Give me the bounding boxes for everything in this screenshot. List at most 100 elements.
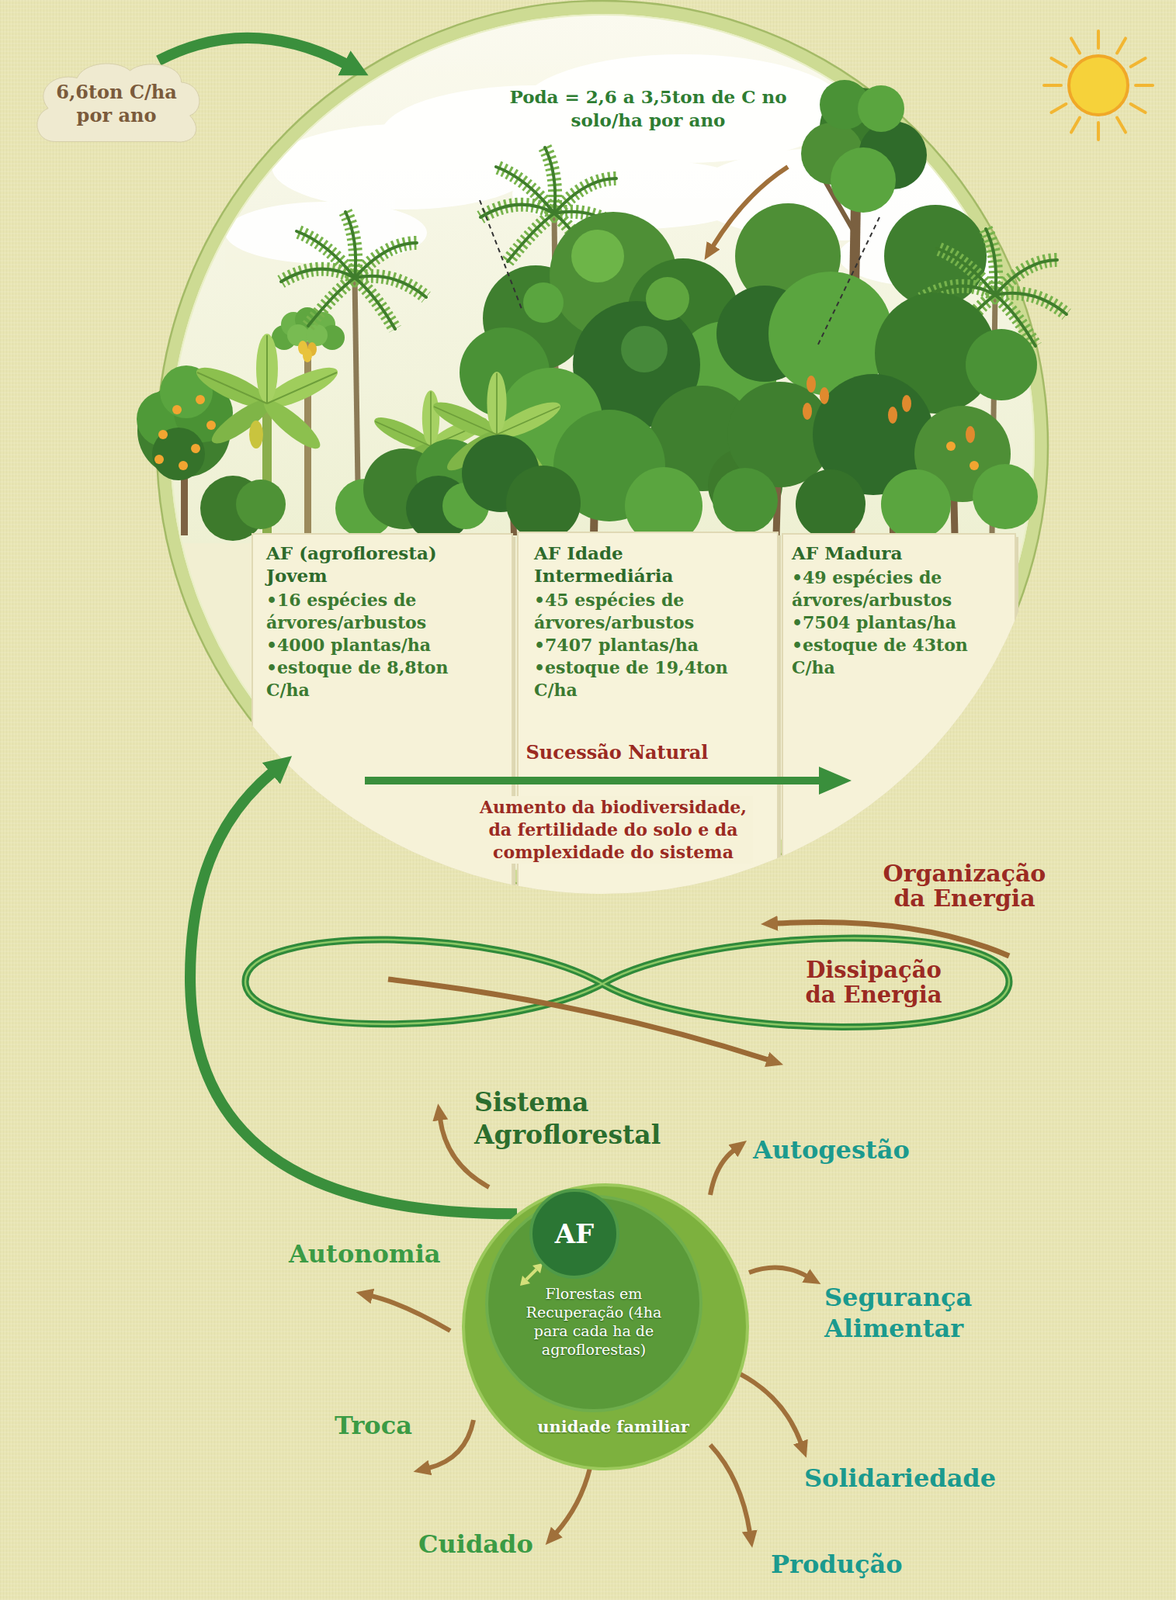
- node-text: •7407 plantas/ha: [534, 634, 763, 657]
- flow-arrow: [158, 38, 345, 64]
- flow-arrow: [190, 773, 517, 1215]
- value-label: Autogestão: [752, 1134, 910, 1166]
- value-label: Sistema Agroflorestal: [474, 1086, 661, 1152]
- drawing-part: [1117, 38, 1126, 53]
- leader-line: [479, 200, 522, 309]
- sky: [155, 0, 1056, 544]
- drawing-part: [1044, 83, 1062, 87]
- drawing-part: [523, 282, 564, 323]
- node-text: •estoque de 43ton C/ha: [791, 634, 970, 680]
- value-label: Cuidado: [418, 1529, 534, 1561]
- energy-arrow: [388, 979, 769, 1061]
- drawing-part: [806, 375, 816, 393]
- young-agroforest: [136, 211, 492, 542]
- drawing-part: [152, 427, 205, 481]
- drawing-part: [1044, 31, 1153, 140]
- drawing-part: [712, 468, 778, 534]
- node-text: Aumento da biodiversidade, da fertilidad…: [473, 796, 753, 864]
- energy-loop: [245, 938, 1010, 1027]
- drawing-part: [819, 387, 830, 405]
- value-label: Troca: [334, 1410, 413, 1442]
- energy-arrow: [776, 922, 1010, 957]
- recovery-circle: Florestas em Recuperação (4ha para cada …: [485, 1195, 703, 1413]
- drawing-part: [1051, 104, 1066, 113]
- node-heading: Florestas em Recuperação (4ha para cada …: [512, 1284, 676, 1360]
- node-heading: AF Idade Intermediária: [534, 541, 763, 587]
- stage-panels: [252, 532, 1019, 902]
- drawing-part: [178, 461, 188, 471]
- value-label: Solidariedade: [804, 1463, 996, 1495]
- drawing-part: [782, 534, 1016, 899]
- value-label: Autonomia: [288, 1238, 441, 1270]
- drawing-part: [1068, 55, 1128, 115]
- drawing-part: [506, 465, 581, 541]
- stage-box: AF Madura•49 espécies de árvores/arbusto…: [785, 537, 976, 684]
- drawing-part: [965, 426, 975, 444]
- value-arrows: [371, 1119, 808, 1534]
- cloud-node: 6,6ton C/ha por ano: [31, 60, 202, 148]
- stage-box: AF Idade Intermediária•45 espécies de ár…: [527, 537, 769, 707]
- drawing-part: [520, 54, 847, 164]
- energy-label: Organização da Energia: [877, 861, 1052, 912]
- drawing-part: [191, 333, 343, 456]
- leader-line: [816, 217, 880, 348]
- succession-arrow: [364, 766, 852, 795]
- node-heading: Poda = 2,6 a 3,5ton de C no solo/ha por …: [500, 85, 796, 132]
- drawing-part: [428, 1420, 474, 1469]
- drawing-part: [195, 395, 205, 405]
- drawing-part: [738, 1373, 802, 1444]
- drawing-part: [710, 1150, 735, 1196]
- node-heading: AF Madura: [791, 541, 970, 565]
- value-label: Produção: [770, 1549, 902, 1581]
- drawing-part: [1130, 104, 1146, 113]
- drawing-part: [364, 777, 823, 785]
- prune-arrow: [712, 166, 788, 247]
- stage-box: AF (agrofloresta) Jovem•16 espécies de á…: [260, 537, 486, 707]
- forest-circle: Poda = 2,6 a 3,5ton de C no solo/ha por …: [163, 7, 1041, 885]
- drawing-part: [795, 469, 866, 540]
- node-heading: unidade familiar: [527, 1417, 699, 1438]
- drawing-part: [1051, 58, 1066, 67]
- node-heading: AF (agrofloresta) Jovem: [266, 541, 479, 587]
- node-text: •49 espécies de árvores/arbustos: [791, 566, 970, 612]
- node-heading: AF: [529, 1217, 620, 1252]
- drawing-part: [245, 938, 1010, 1027]
- node-heading: 6,6ton C/ha por ano: [54, 80, 179, 128]
- drawing-part: [1096, 31, 1100, 49]
- drawing-part: [946, 441, 956, 451]
- drawing-part: [371, 1296, 451, 1332]
- drawing-part: [526, 1269, 537, 1281]
- value-label: Segurança Alimentar: [824, 1282, 996, 1345]
- af-circle: AF: [529, 1189, 620, 1280]
- drawing-part: [463, 1185, 748, 1470]
- drawing-part: [245, 938, 1010, 1027]
- drawing-part: [1096, 122, 1100, 140]
- drawing-part: [802, 375, 975, 444]
- drawing-part: [520, 1276, 531, 1287]
- node-text: •7504 plantas/ha: [791, 611, 970, 635]
- drawing-part: [1071, 38, 1080, 53]
- drawing-part: [555, 1468, 590, 1534]
- drawing-part: [1135, 83, 1153, 87]
- drawing-part: [1071, 117, 1080, 133]
- drawing-part: [965, 329, 1038, 401]
- node-text: Sucessão Natural: [461, 741, 773, 765]
- drawing-part: [172, 405, 182, 415]
- family-circle: unidade familiar Florestas em Recuperação…: [461, 1183, 750, 1471]
- drawing-part: [154, 395, 216, 471]
- drawing-part: [972, 464, 1038, 530]
- drawing-part: [1117, 117, 1126, 133]
- node-text: •16 espécies de árvores/arbustos: [266, 589, 479, 635]
- drawing-part: [645, 277, 690, 321]
- drawing-part: [857, 85, 905, 132]
- drawing-part: [818, 766, 852, 795]
- node-text: •estoque de 19,4ton C/ha: [534, 656, 763, 702]
- mature-agroforest: [712, 79, 1067, 540]
- drawing-part: [571, 229, 625, 283]
- sun: [1044, 31, 1153, 140]
- drawing-part: [620, 326, 668, 373]
- drawing-part: [249, 420, 264, 449]
- drawing-part: [830, 147, 896, 213]
- node-text: •estoque de 8,8ton C/ha: [266, 656, 479, 702]
